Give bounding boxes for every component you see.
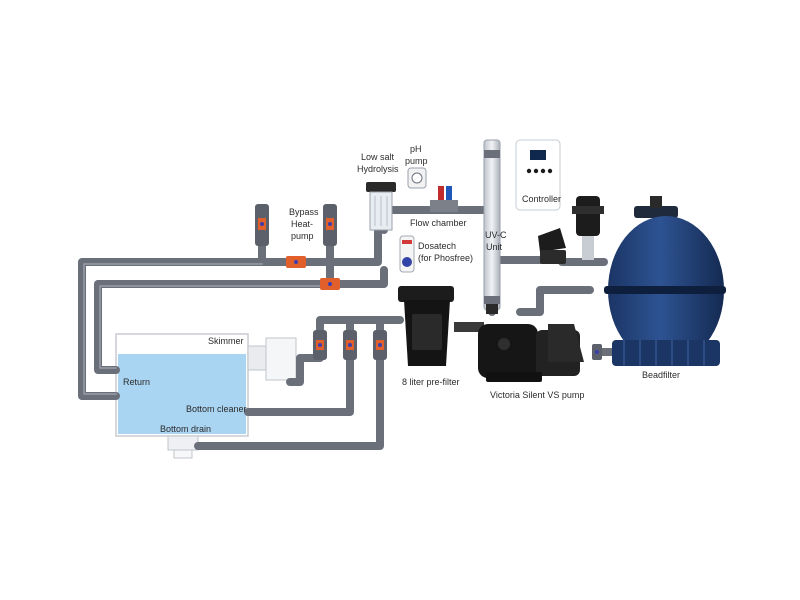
controller-unit xyxy=(515,139,561,211)
dosatech-unit xyxy=(399,235,415,273)
suction-valve-1 xyxy=(313,330,327,360)
hydrolysis-cell xyxy=(366,182,396,231)
ph-pump-label: pump xyxy=(405,156,428,166)
bypass-label: Bypass xyxy=(289,207,319,217)
ph-pump-unit xyxy=(407,167,458,212)
pump-label: Victoria Silent VS pump xyxy=(490,390,585,400)
phosfree-label: (for Phosfree) xyxy=(418,253,474,263)
prefilter-unit xyxy=(398,286,484,366)
beadfilter-label: Beadfilter xyxy=(642,370,681,380)
return-label: Return xyxy=(123,377,151,387)
vs-pump-unit xyxy=(478,324,584,382)
bottom-drain-label: Bottom drain xyxy=(160,424,212,434)
heatpump-valve-2 xyxy=(320,278,340,290)
dosatech-label: Dosatech xyxy=(418,241,457,251)
skimmer-label: Skimmer xyxy=(208,336,244,346)
uvc-unit xyxy=(483,139,501,314)
bypass-valve-1 xyxy=(255,204,269,246)
skimmer-unit xyxy=(247,337,297,381)
heatpump-valve-1 xyxy=(286,256,306,268)
ph-label: pH xyxy=(410,144,422,154)
controller-label: Controller xyxy=(522,194,562,204)
pond-basin xyxy=(115,333,249,437)
outlet-valve xyxy=(592,344,602,360)
flow-chamber-label: Flow chamber xyxy=(410,218,467,228)
valve-head xyxy=(538,196,604,264)
heatpump-label: Heat- xyxy=(291,219,314,229)
heatpump-label-2: pump xyxy=(291,231,314,241)
bottom-cleaner-label: Bottom cleaner xyxy=(186,404,247,414)
suction-valve-2 xyxy=(343,330,357,360)
lowsalt-label: Low salt xyxy=(361,152,395,162)
bypass-valve-2 xyxy=(323,204,337,246)
hydrolysis-label: Hydrolysis xyxy=(357,164,399,174)
valves xyxy=(255,204,602,360)
beadfilter-tank xyxy=(604,196,726,366)
unit-label: Unit xyxy=(486,242,503,252)
uvc-label: UV-C xyxy=(485,230,507,240)
bottom-drain-unit xyxy=(167,435,199,459)
suction-valve-3 xyxy=(373,330,387,360)
prefilter-label: 8 liter pre-filter xyxy=(402,377,460,387)
